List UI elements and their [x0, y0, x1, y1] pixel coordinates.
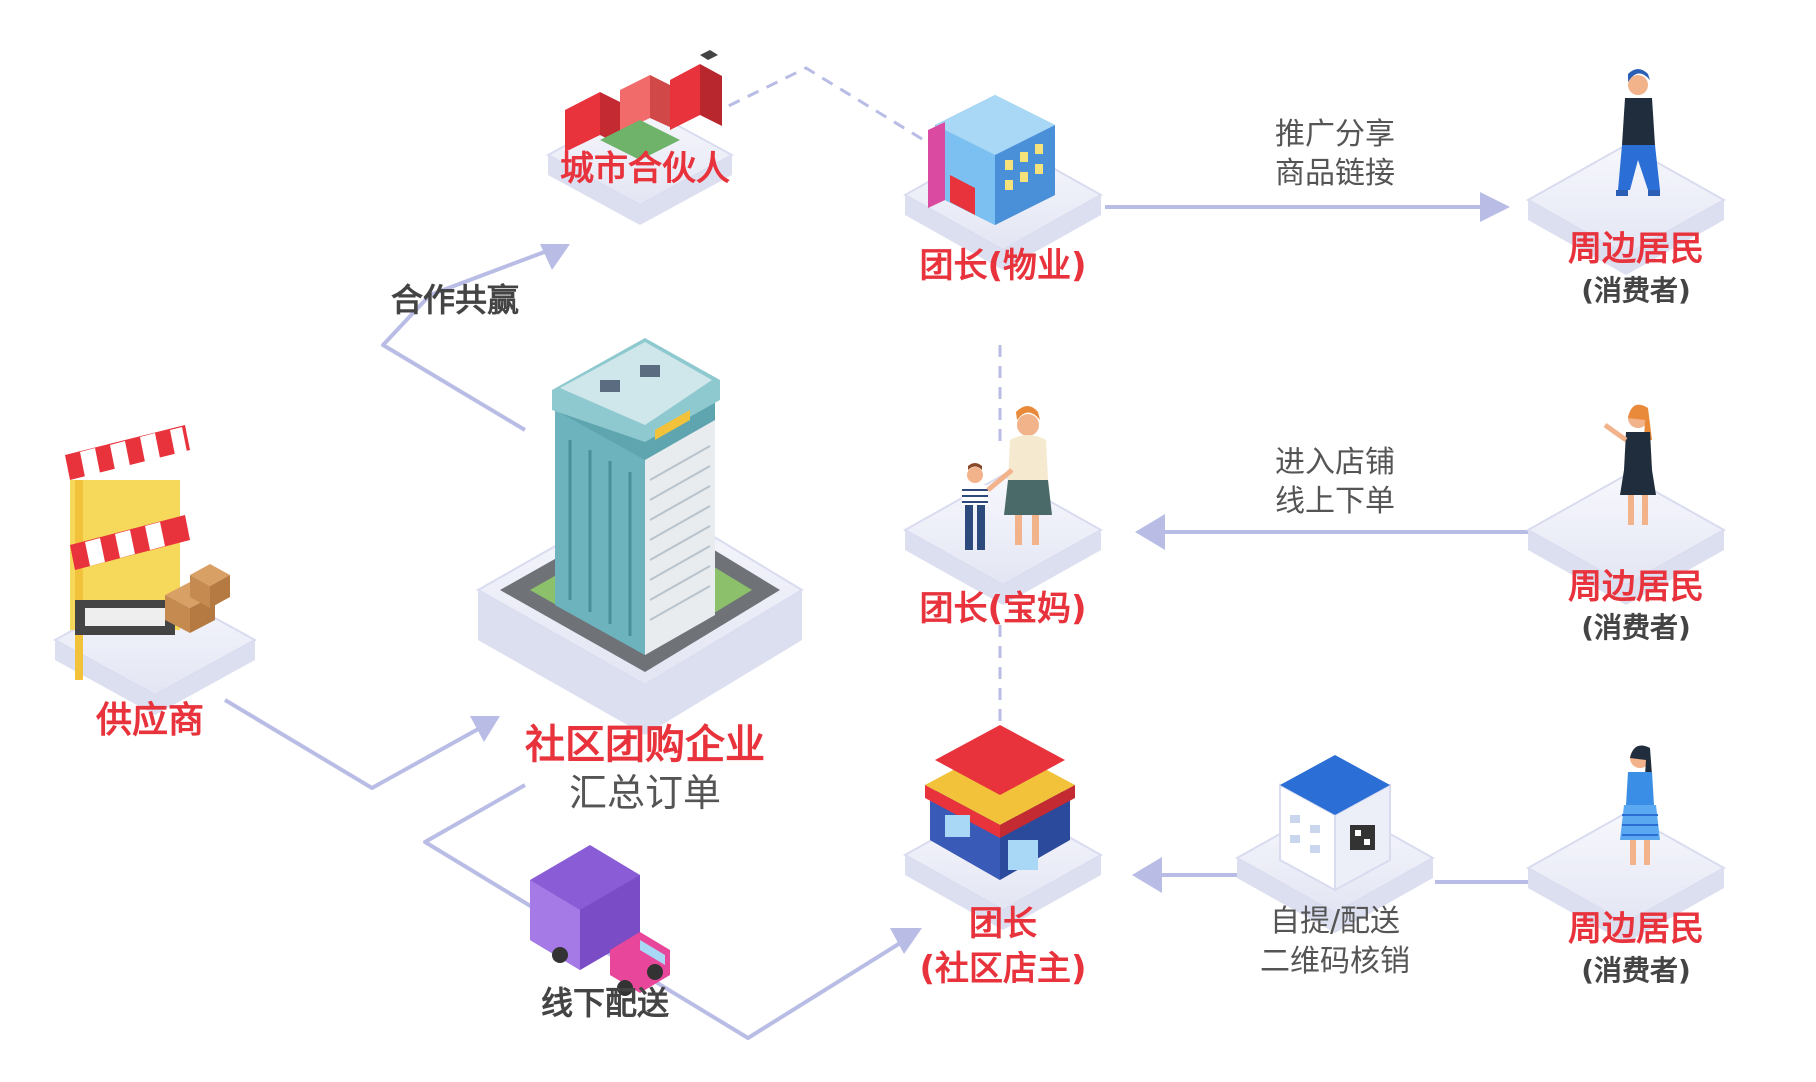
edge-promote-line1: 推广分享: [1275, 117, 1395, 152]
arrowhead-cooperation: [540, 244, 570, 270]
property-building-icon: [928, 95, 1055, 225]
resident-2-sub: (消费者): [1581, 611, 1691, 644]
edge-pickup-line1: 自提/配送: [1269, 904, 1401, 939]
resident-woman-2-icon: [1620, 745, 1660, 865]
arrowhead-pickup: [1132, 857, 1162, 893]
supplier-stall-icon: [65, 425, 230, 680]
edge-pickup-line2: 二维码核销: [1260, 944, 1410, 979]
edge-promote-line2: 商品链接: [1275, 156, 1395, 191]
pickup-locker-icon: [1279, 755, 1391, 892]
resident-3-sub: (消费者): [1581, 954, 1691, 987]
leader-shop-label-line1: 团长: [969, 904, 1037, 944]
leader-property-label: 团长(物业): [919, 246, 1087, 286]
platform-resident-1: [1525, 143, 1727, 275]
platform-resident-3: [1525, 811, 1727, 943]
city-partner-label: 城市合伙人: [560, 149, 730, 189]
delivery-truck-icon: [530, 845, 670, 996]
edge-enter-line2: 线上下单: [1275, 484, 1395, 519]
mom-and-child-icon: [962, 406, 1052, 550]
dashed-connectors: [709, 66, 1002, 725]
arrowhead-offline-delivery: [890, 928, 922, 954]
resident-1-sub: (消费者): [1581, 274, 1691, 307]
enterprise-label: 社区团购企业: [525, 722, 765, 768]
leader-shop-label-line2: (社区店主): [919, 949, 1087, 989]
resident-1-label: 周边居民: [1568, 229, 1704, 269]
edge-enter-line1: 进入店铺: [1275, 445, 1395, 480]
resident-woman-1-icon: [1603, 404, 1656, 525]
resident-2-label: 周边居民: [1568, 567, 1704, 607]
arrowhead-supplier-enterprise: [470, 716, 500, 742]
leader-mom-label: 团长(宝妈): [919, 589, 1087, 629]
edge-cooperation-label: 合作共赢: [390, 281, 520, 319]
dashed-city-to-property: [709, 66, 941, 152]
shop-icon: [925, 725, 1075, 880]
arrow-supplier-enterprise: [223, 698, 481, 790]
platform-resident-2: [1525, 473, 1727, 605]
arrow-cooperation: [381, 246, 556, 432]
city-buildings-icon: [565, 50, 722, 160]
arrowhead-enter-store: [1135, 514, 1165, 550]
platforms: [52, 103, 1727, 943]
resident-3-label: 周边居民: [1568, 909, 1704, 949]
arrowhead-promote: [1480, 192, 1510, 222]
supplier-label: 供应商: [95, 700, 205, 741]
platform-leader-mom: [902, 473, 1104, 605]
enterprise-building-icon: [552, 338, 720, 655]
resident-man-icon: [1616, 69, 1660, 196]
enterprise-sub-label: 汇总订单: [568, 771, 722, 815]
edge-offline-delivery-label: 线下配送: [540, 984, 670, 1022]
